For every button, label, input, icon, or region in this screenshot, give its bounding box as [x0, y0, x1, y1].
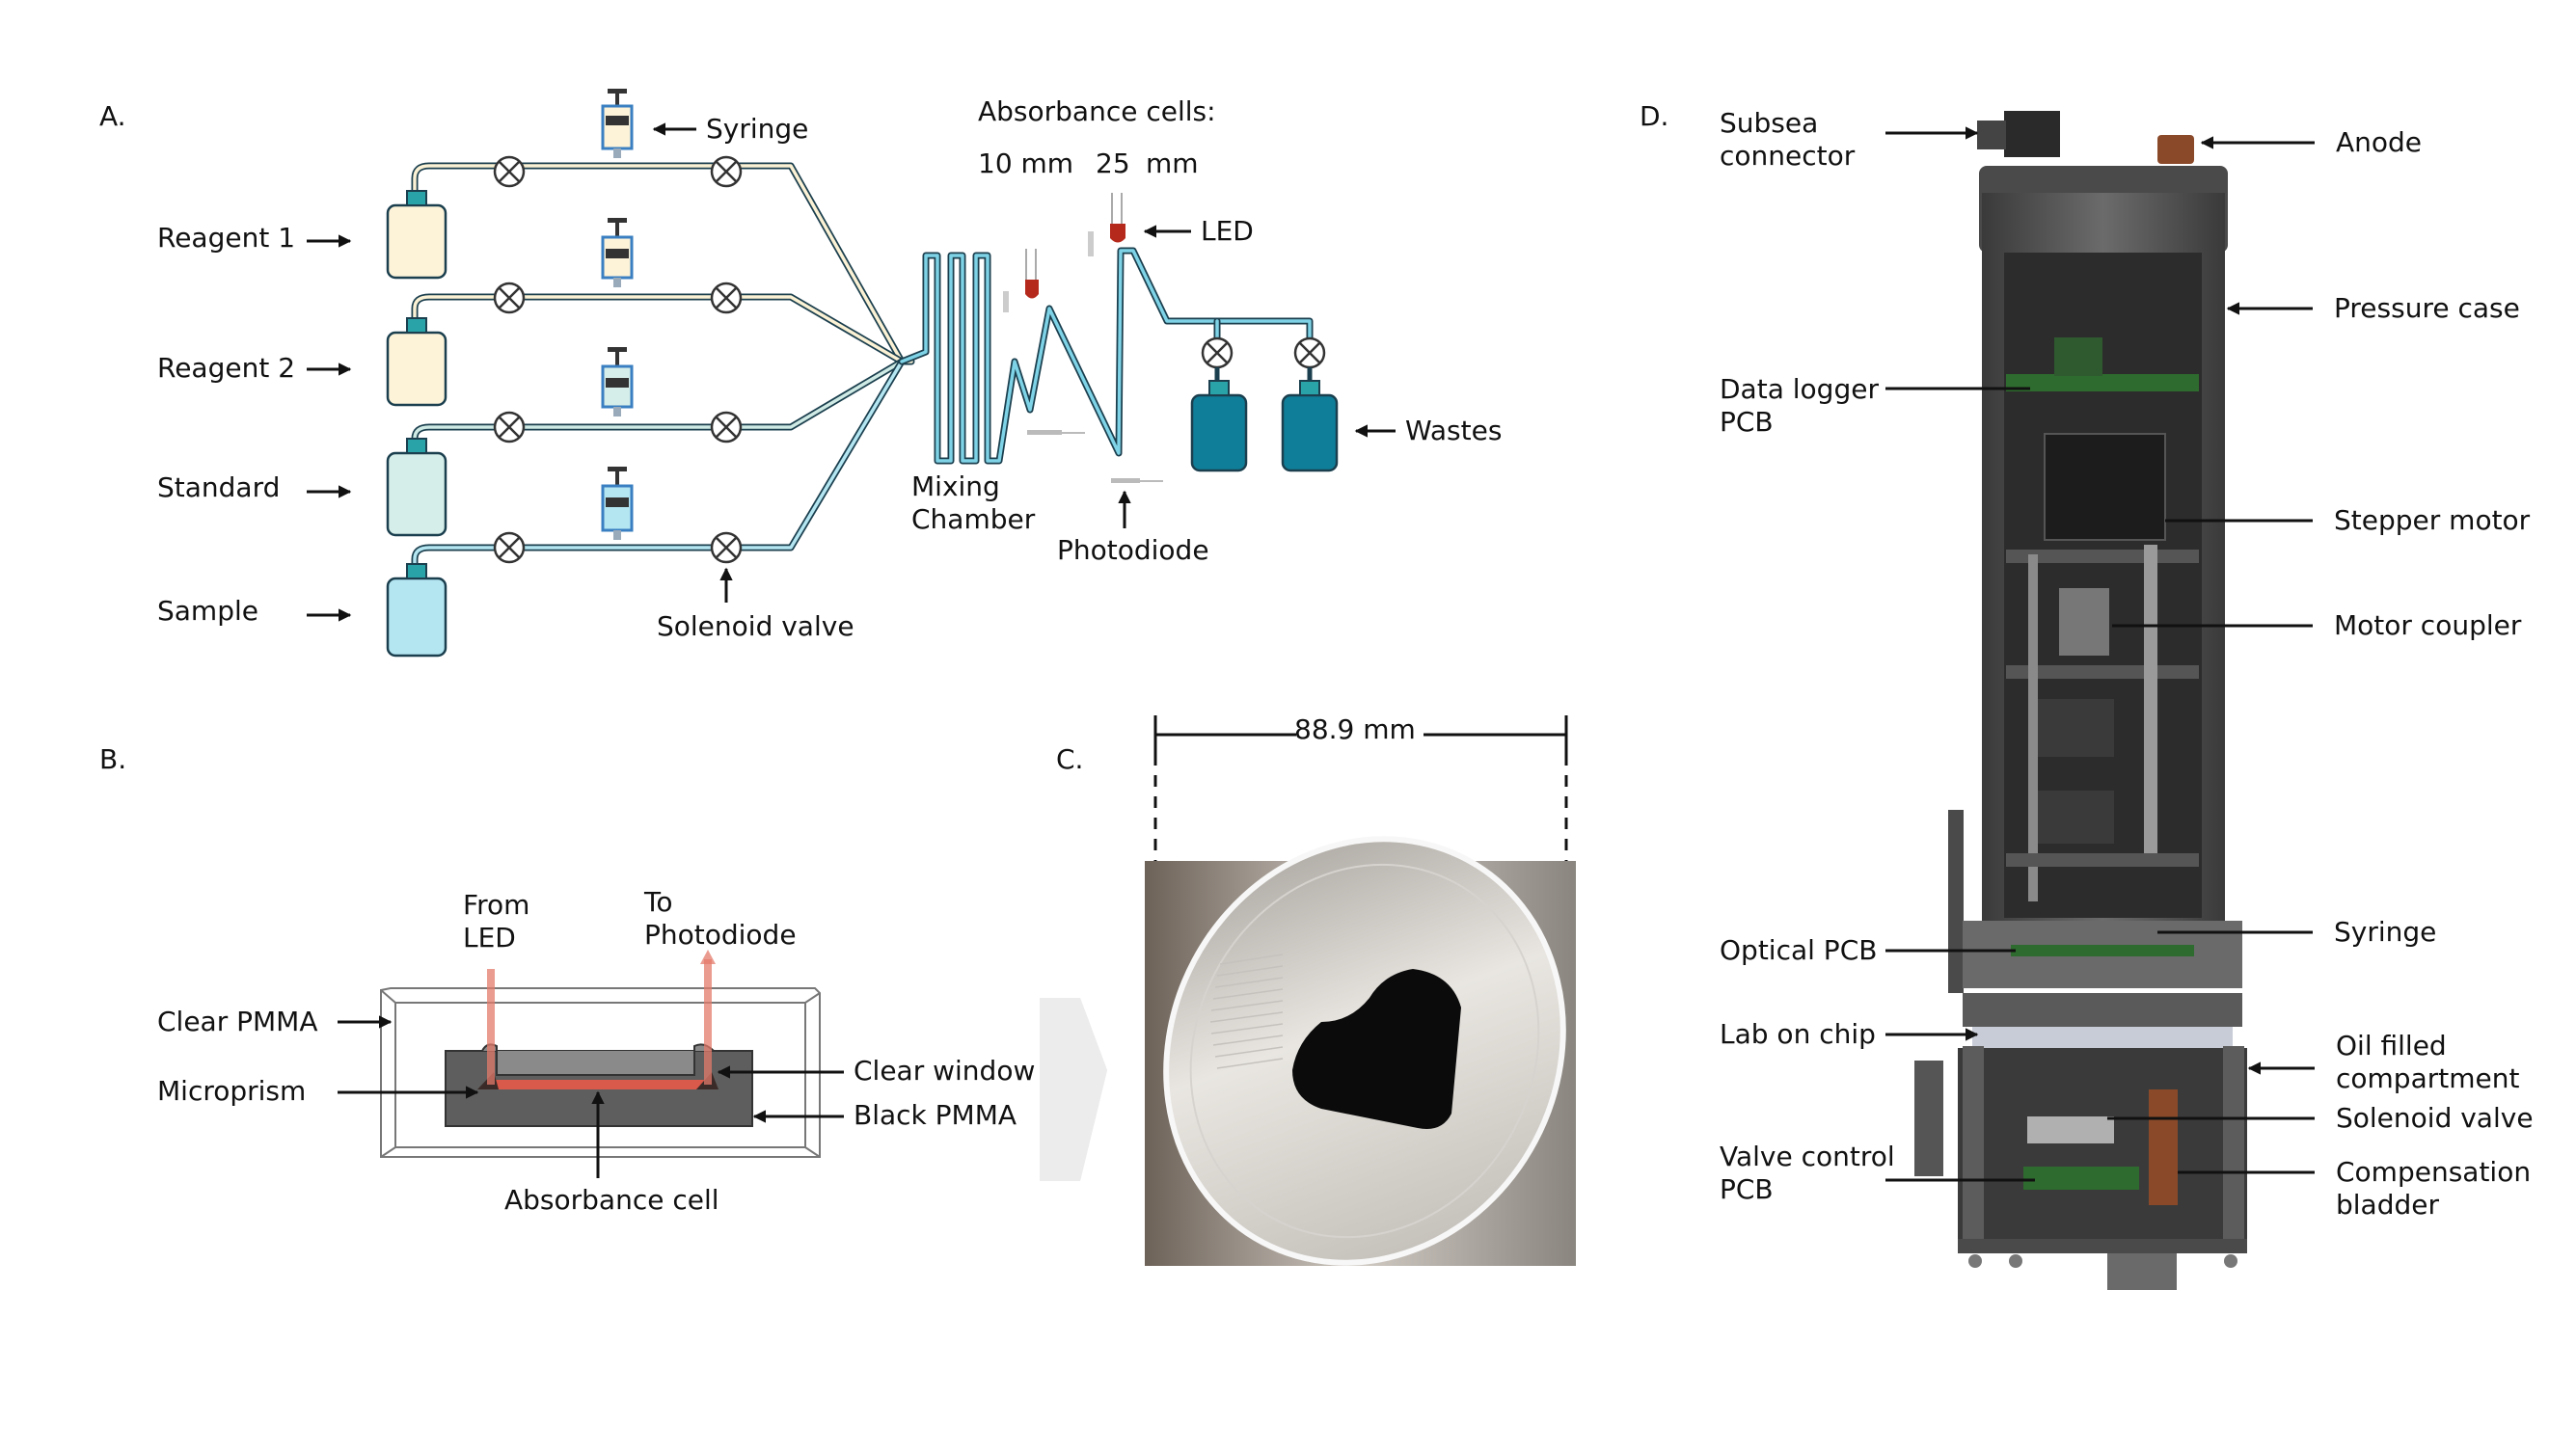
stepper-motor-label: Stepper motor	[2334, 504, 2531, 536]
solenoid-valve-label: Solenoid valve	[657, 610, 854, 642]
absorbance-cell-label: Absorbance cell	[504, 1184, 719, 1216]
lab-on-chip-photo	[1145, 836, 1576, 1266]
led-label: LED	[1201, 215, 1254, 247]
mixing-label-2: Chamber	[911, 503, 1036, 535]
panel-a-label: A.	[99, 100, 126, 132]
panel-c: 88.9 mm	[1145, 713, 1576, 1266]
from-led-label-2: LED	[463, 922, 516, 954]
valve	[493, 531, 526, 564]
valve-control-pcb	[2023, 1167, 2139, 1190]
panel-b-label: B.	[99, 743, 126, 775]
subsea-connector-label-2: connector	[1720, 140, 1856, 172]
panel-b: From LED To Photodiode Clear PMMA Microp…	[157, 886, 1035, 1216]
oil-compartment-label-2: compartment	[2336, 1062, 2519, 1094]
panel-d-label: D.	[1640, 100, 1668, 132]
wastes-label: Wastes	[1405, 415, 1502, 446]
microprism-label: Microprism	[157, 1075, 306, 1107]
reagent2-label: Reagent 2	[157, 352, 295, 384]
to-photodiode-label-1: To	[643, 886, 672, 918]
led-beam	[487, 969, 495, 1085]
sample-label: Sample	[157, 595, 258, 627]
black-pmma-label: Black PMMA	[854, 1099, 1017, 1131]
optical-pcb-label: Optical PCB	[1720, 934, 1877, 966]
cell-25-label: 25	[1096, 148, 1130, 179]
panel-c-label: C.	[1056, 743, 1083, 775]
waste-valve-1	[1201, 336, 1234, 369]
black-pmma-insert	[1292, 969, 1461, 1129]
reservoir-sample	[386, 563, 447, 658]
cell-10mm-label: 10 mm	[978, 148, 1073, 179]
motor-coupler	[2059, 588, 2109, 656]
optical-pcb	[2011, 945, 2194, 956]
valve	[710, 282, 743, 314]
reagent1-label: Reagent 1	[157, 222, 295, 254]
subsea-connector-label-1: Subsea	[1720, 107, 1818, 139]
absorbance-cells-label: Absorbance cells:	[978, 95, 1216, 127]
valve	[493, 411, 526, 443]
valve-control-label-2: PCB	[1720, 1173, 1774, 1205]
panel-d: Subsea connector Data logger PCB Optical…	[1720, 107, 2534, 1290]
subsea-connector	[2004, 111, 2060, 157]
mixing-label-1: Mixing	[911, 470, 1000, 502]
internal-syringe	[2144, 545, 2157, 863]
data-logger-label-2: PCB	[1720, 406, 1774, 438]
anode	[2157, 135, 2194, 164]
clear-pmma-label: Clear PMMA	[157, 1006, 317, 1037]
reservoir-reagent2	[386, 317, 447, 407]
internal-solenoid-valve	[2027, 1116, 2114, 1143]
data-logger-pcb	[2006, 374, 2199, 391]
valve-control-label-1: Valve control	[1720, 1141, 1895, 1172]
led-25mm	[1088, 193, 1125, 256]
valve	[493, 155, 526, 188]
syringe-4	[601, 467, 634, 540]
waste-bottle-1	[1190, 380, 1248, 472]
data-logger-label-1: Data logger	[1720, 373, 1879, 405]
syringe-2	[601, 218, 634, 287]
anode-label: Anode	[2336, 126, 2422, 158]
syringe-d-label: Syringe	[2334, 916, 2436, 948]
compensation-bladder	[2149, 1089, 2178, 1205]
valve	[710, 155, 743, 188]
valve	[493, 282, 526, 314]
clear-pmma-block	[380, 987, 821, 1158]
solenoid-valve-d-label: Solenoid valve	[2336, 1102, 2534, 1134]
pressure-case-label: Pressure case	[2334, 292, 2520, 324]
syringe-3	[601, 347, 634, 416]
photodiode-beam	[704, 959, 712, 1085]
waste-valve-2	[1293, 336, 1326, 369]
reservoir-standard	[386, 438, 447, 537]
led-10mm	[1003, 249, 1039, 312]
photodiode-label: Photodiode	[1057, 534, 1209, 566]
valves	[493, 155, 743, 564]
syringe-label: Syringe	[706, 113, 808, 145]
clear-window-label: Clear window	[854, 1055, 1035, 1087]
lab-on-chip	[1972, 1027, 2233, 1048]
compensation-bladder-label-1: Compensation	[2336, 1156, 2531, 1188]
oil-compartment	[1958, 1048, 2247, 1241]
panel-a: Reagent 1 Reagent 2 Standard Sample	[157, 89, 1502, 658]
fluid-lines	[411, 162, 915, 573]
photodiode-10mm	[1027, 430, 1085, 435]
oil-compartment-label-1: Oil filled	[2336, 1030, 2447, 1061]
lab-on-chip-label: Lab on chip	[1720, 1018, 1876, 1050]
valve	[710, 411, 743, 443]
syringe-1	[601, 89, 634, 158]
motor-coupler-label: Motor coupler	[2334, 609, 2522, 641]
photodiode-25mm	[1111, 478, 1163, 483]
cell-25-unit-label: mm	[1146, 148, 1199, 179]
valve	[710, 531, 743, 564]
waste-bottle-2	[1281, 380, 1339, 472]
absorbance-cell-channel	[487, 1080, 709, 1089]
stepper-motor	[2044, 433, 2166, 541]
reservoir-reagent1	[386, 190, 447, 280]
from-led-label-1: From	[463, 889, 529, 921]
dimension-label: 88.9 mm	[1294, 713, 1416, 745]
standard-label: Standard	[157, 471, 280, 503]
compensation-bladder-label-2: bladder	[2336, 1189, 2439, 1221]
to-photodiode-label-2: Photodiode	[644, 919, 797, 951]
